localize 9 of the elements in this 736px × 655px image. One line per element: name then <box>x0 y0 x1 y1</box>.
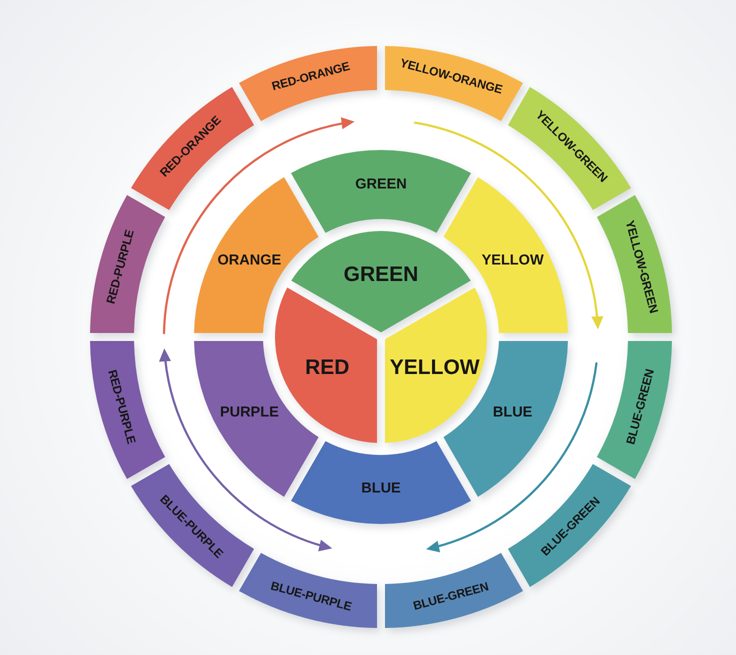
color-label: GREEN <box>344 262 418 288</box>
color-label: ORANGE <box>218 252 282 270</box>
color-label: YELLOW <box>482 252 544 270</box>
color-label: BLUE <box>361 480 401 498</box>
color-label: GREEN <box>355 176 407 194</box>
color-label: RED <box>305 356 350 380</box>
color-label: BLUE <box>492 404 532 422</box>
color-label: PURPLE <box>220 404 279 422</box>
color-label: YELLOW <box>390 356 480 380</box>
